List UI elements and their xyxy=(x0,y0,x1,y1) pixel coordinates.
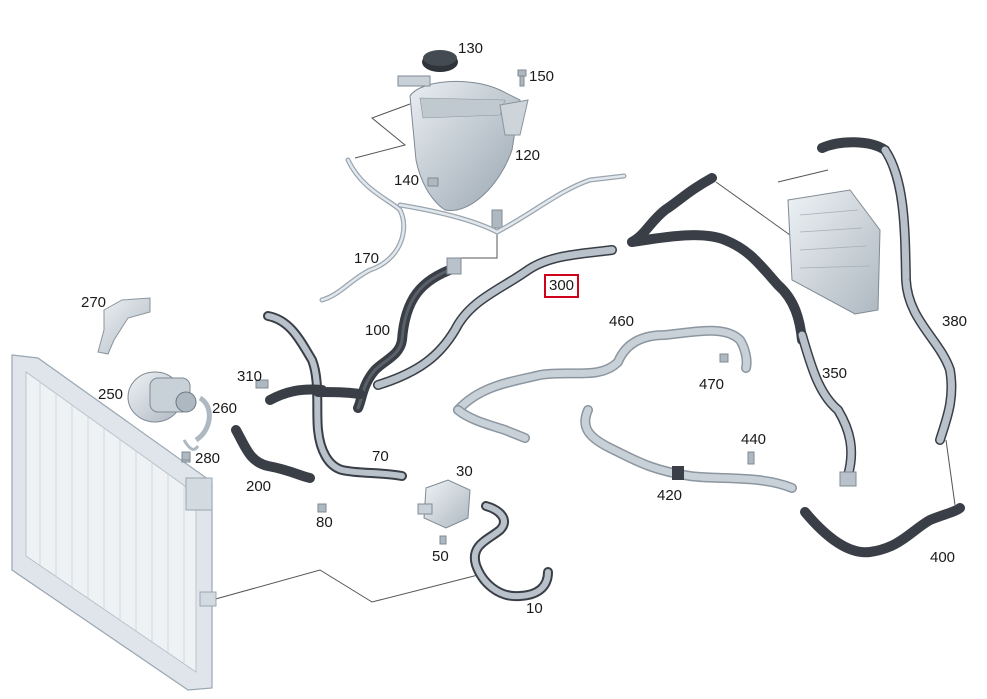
coolant-hose-300[interactable] xyxy=(373,245,617,390)
coolant-hose-400[interactable] xyxy=(800,503,965,558)
callout-150[interactable]: 150 xyxy=(529,68,555,85)
callout-170[interactable]: 170 xyxy=(354,250,380,267)
callout-50[interactable]: 50 xyxy=(432,548,449,565)
electric-water-pump-250[interactable] xyxy=(127,371,212,463)
callout-30[interactable]: 30 xyxy=(456,463,473,480)
mounting-bracket-270[interactable] xyxy=(97,297,151,355)
callout-130[interactable]: 130 xyxy=(458,40,484,57)
clip-80[interactable] xyxy=(317,503,327,513)
screw-50[interactable] xyxy=(439,535,447,545)
vent-line-170[interactable] xyxy=(319,157,627,303)
leader-lines xyxy=(211,103,956,603)
callout-140[interactable]: 140 xyxy=(394,172,420,189)
callout-310[interactable]: 310 xyxy=(237,368,263,385)
callout-100[interactable]: 100 xyxy=(365,322,391,339)
callout-10[interactable]: 10 xyxy=(526,600,543,617)
callout-80[interactable]: 80 xyxy=(316,514,333,531)
callout-440[interactable]: 440 xyxy=(741,431,767,448)
bracket-470[interactable] xyxy=(719,353,729,363)
callout-120[interactable]: 120 xyxy=(515,147,541,164)
callout-400[interactable]: 400 xyxy=(930,549,956,566)
fitting-310[interactable] xyxy=(255,379,269,389)
coolant-pipe-420[interactable] xyxy=(580,405,797,493)
callout-70[interactable]: 70 xyxy=(372,448,389,465)
callout-250[interactable]: 250 xyxy=(98,386,124,403)
coolant-hose-upper[interactable] xyxy=(627,173,807,345)
callout-300[interactable]: 300 xyxy=(544,274,580,298)
callout-470[interactable]: 470 xyxy=(699,376,725,393)
screw-150[interactable] xyxy=(517,69,527,87)
bolt-440[interactable] xyxy=(747,451,755,465)
switchover-valve-30[interactable] xyxy=(417,479,471,529)
coolant-pipe-460[interactable] xyxy=(453,325,752,443)
callout-350[interactable]: 350 xyxy=(822,365,848,382)
callout-420[interactable]: 420 xyxy=(657,487,683,504)
callout-270[interactable]: 270 xyxy=(81,294,107,311)
callout-200[interactable]: 200 xyxy=(246,478,272,495)
coolant-hose-100[interactable] xyxy=(353,257,462,413)
bolt-280[interactable] xyxy=(181,451,191,461)
coolant-hose-10[interactable] xyxy=(469,501,553,602)
callout-260[interactable]: 260 xyxy=(212,400,238,417)
coolant-hose-310[interactable] xyxy=(263,311,407,481)
coolant-hose-380[interactable] xyxy=(817,137,957,445)
coolant-hose-350[interactable] xyxy=(797,330,857,487)
callout-380[interactable]: 380 xyxy=(942,313,968,330)
radiator[interactable] xyxy=(11,354,217,691)
expansion-tank-120[interactable] xyxy=(397,75,529,229)
callout-460[interactable]: 460 xyxy=(609,313,635,330)
coolant-hose-200[interactable] xyxy=(231,425,315,483)
callout-280[interactable]: 280 xyxy=(195,450,221,467)
control-unit[interactable] xyxy=(787,189,881,315)
tank-cap-130[interactable] xyxy=(422,50,458,72)
clip-140[interactable] xyxy=(427,177,439,187)
